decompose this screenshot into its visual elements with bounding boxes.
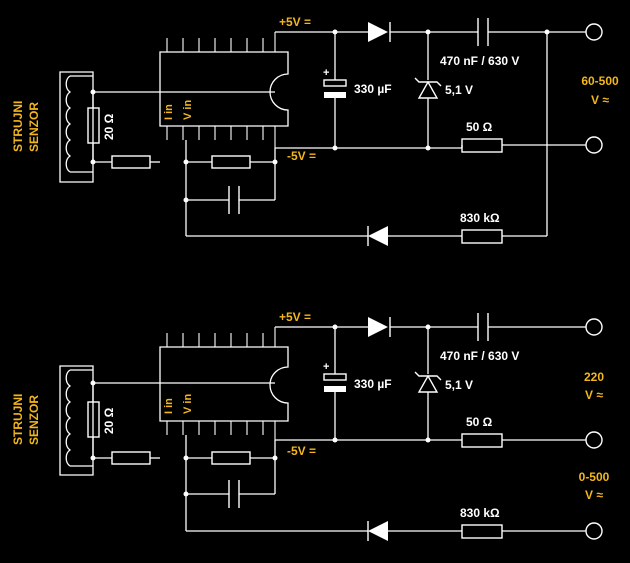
supply-negative-label: -5V =: [287, 444, 316, 458]
input-resistor: [111, 155, 151, 169]
shunt-label: 20 Ω: [102, 407, 116, 434]
zener-diode: [417, 80, 439, 99]
output-label-0-500-line2: V ≈: [585, 488, 603, 502]
output-terminal-1: [585, 318, 603, 336]
sensor-ic: [159, 32, 289, 148]
ic-pin-i-label: I in: [163, 398, 175, 414]
ic-pin-v-label: V in: [182, 100, 194, 120]
zener-label: 5,1 V: [445, 83, 473, 97]
rectifier-diode-top: [368, 317, 388, 337]
output-label-line2: V ≈: [591, 93, 609, 107]
supply-positive-label: +5V =: [279, 310, 311, 324]
feedback-resistor: [211, 155, 251, 169]
zener-diode: [417, 374, 439, 393]
ic-pin-i-label: I in: [163, 104, 175, 120]
output-resistor-50: [461, 433, 503, 448]
rectifier-diode-bottom: [368, 226, 388, 246]
supply-negative-label: -5V =: [287, 149, 316, 163]
r-series-label: 830 kΩ: [460, 506, 500, 520]
r-out-label: 50 Ω: [466, 415, 493, 429]
electrolytic-cap-label: 330 µF: [354, 377, 392, 391]
r-series-label: 830 kΩ: [460, 211, 500, 225]
output-label-220-line2: V ≈: [585, 388, 603, 402]
zener-label: 5,1 V: [445, 378, 473, 392]
electrolytic-cap-label: 330 µF: [354, 82, 392, 96]
electrolytic-capacitor: [323, 373, 347, 381]
current-sensor-coil: [59, 365, 94, 476]
output-label-220-line1: 220: [584, 370, 604, 384]
circuit-top: I in V in +5V = -5V = + 330 µF: [11, 15, 619, 246]
svg-text:+: +: [323, 361, 329, 373]
output-terminal-2: [585, 136, 603, 154]
current-sensor-coil: [59, 71, 94, 183]
shunt-label: 20 Ω: [102, 113, 116, 140]
output-resistor-50: [461, 138, 503, 153]
sensor-label-line2: SENZOR: [27, 395, 41, 445]
sensor-ic: [159, 327, 289, 440]
rectifier-diode-top: [368, 22, 388, 42]
sensor-label-line2: SENZOR: [27, 102, 41, 152]
series-resistor-830k: [461, 229, 503, 244]
sensor-label-line1: STRUJNI: [11, 394, 25, 445]
sensor-label-line1: STRUJNI: [11, 101, 25, 152]
supply-positive-label: +5V =: [279, 15, 311, 29]
film-cap-label: 470 nF / 630 V: [440, 54, 519, 68]
ic-pin-v-label: V in: [182, 394, 194, 414]
film-cap-label: 470 nF / 630 V: [440, 349, 519, 363]
r-out-label: 50 Ω: [466, 120, 493, 134]
svg-text:+: +: [323, 67, 329, 79]
output-terminal-2: [585, 431, 603, 449]
output-label-line1: 60-500: [581, 74, 619, 88]
rectifier-diode-bottom: [368, 521, 388, 541]
output-terminal-3: [585, 522, 603, 540]
feedback-resistor: [211, 451, 251, 465]
input-resistor: [111, 451, 151, 465]
output-label-0-500-line1: 0-500: [579, 470, 610, 484]
output-terminal-1: [585, 23, 603, 41]
series-resistor-830k: [461, 524, 503, 539]
electrolytic-capacitor: [323, 79, 347, 87]
circuit-bottom: I in V in +5V = -5V = + 330 µF 470 nF / …: [11, 310, 610, 541]
